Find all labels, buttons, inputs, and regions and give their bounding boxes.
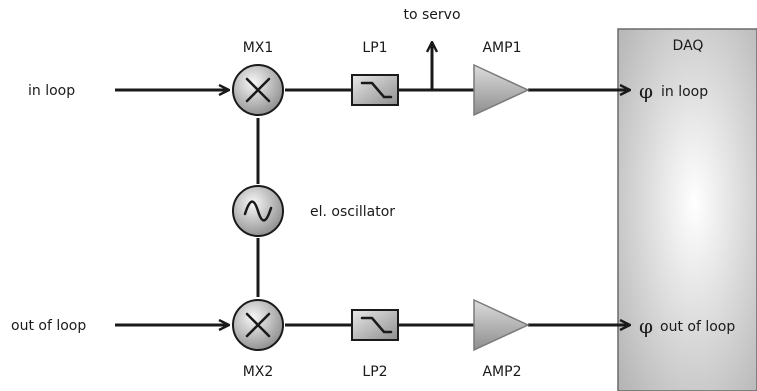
oscillator — [232, 185, 284, 237]
daq-channel-out-of-loop: out of loop — [660, 319, 735, 335]
to-servo-label: to servo — [403, 7, 460, 23]
in-loop-label: in loop — [28, 83, 75, 99]
phi-symbol-in: φ — [639, 79, 653, 103]
multiply-icon — [245, 312, 271, 338]
daq-channel-in-loop: in loop — [661, 84, 708, 100]
multiply-icon — [245, 77, 271, 103]
phi-symbol-out: φ — [639, 314, 653, 338]
daq-title: DAQ — [673, 38, 704, 54]
mx2-label: MX2 — [243, 364, 274, 380]
amp2-label: AMP2 — [482, 364, 521, 380]
lowpass-icon — [360, 81, 393, 99]
lp1-label: LP1 — [362, 40, 387, 56]
mixer-mx2 — [232, 299, 284, 351]
lowpass-icon — [360, 316, 393, 334]
mixer-mx1 — [232, 64, 284, 116]
amplifier-triangle-icon — [473, 63, 530, 117]
amp1-label: AMP1 — [482, 40, 521, 56]
oscillator-label: el. oscillator — [310, 204, 395, 220]
lowpass-filter-lp1 — [351, 74, 399, 106]
lowpass-filter-lp2 — [351, 309, 399, 341]
amplifier-amp2 — [473, 298, 530, 352]
mx1-label: MX1 — [243, 40, 274, 56]
amplifier-triangle-icon — [473, 298, 530, 352]
wires — [115, 42, 630, 325]
out-of-loop-label: out of loop — [11, 318, 86, 334]
sine-wave-icon — [243, 200, 273, 222]
daq-block: DAQ — [617, 28, 757, 391]
lp2-label: LP2 — [362, 364, 387, 380]
amplifier-amp1 — [473, 63, 530, 117]
